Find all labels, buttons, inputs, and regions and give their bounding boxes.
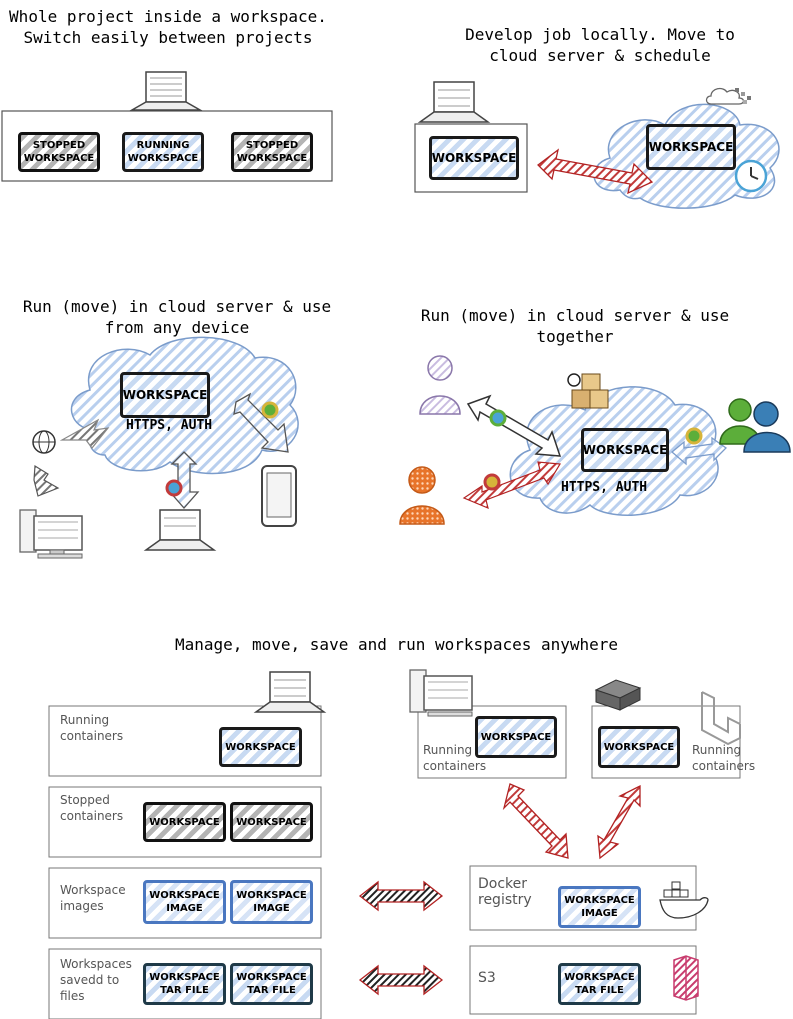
q3-cloud-workspace: WORKSPACE	[120, 372, 210, 418]
boxes-icon	[567, 373, 609, 409]
arrow-cloud-phone	[233, 392, 289, 453]
arrow-globe-cloud	[59, 418, 110, 449]
workspace-images-label: Workspace images	[60, 883, 126, 913]
arrow-images-registry	[358, 880, 444, 912]
laptop-icon	[253, 671, 327, 713]
stopped-container-workspace-1: WORKSPACE	[143, 802, 226, 842]
group-icon	[719, 398, 791, 453]
remote2-running-label: Running containers	[692, 743, 756, 773]
laptop-icon	[417, 81, 491, 123]
workspace-image-2: WORKSPACE IMAGE	[230, 880, 313, 924]
stopped-container-workspace-2: WORKSPACE	[230, 802, 313, 842]
arrow-cloud-group	[670, 436, 728, 466]
cloud-icon	[705, 87, 751, 105]
q4-title: Run (move) in cloud server & use togethe…	[420, 306, 730, 346]
user-icon	[419, 355, 461, 415]
laptop-icon	[129, 71, 203, 111]
chrome-icon	[685, 427, 703, 445]
desktop-icon	[19, 509, 83, 559]
local-workspace: WORKSPACE	[429, 136, 519, 180]
arrow-user-cloud	[466, 394, 562, 457]
chrome-icon	[165, 479, 183, 497]
s3-label: S3	[478, 970, 496, 986]
laravel-icon	[701, 691, 741, 746]
phone-icon	[261, 465, 297, 527]
chrome-icon	[261, 401, 279, 419]
stopped-workspace-right: STOPPED WORKSPACE	[231, 132, 313, 172]
running-container-workspace: WORKSPACE	[219, 727, 302, 767]
desktop-icon	[409, 669, 473, 717]
stopped-workspace-left: STOPPED WORKSPACE	[18, 132, 100, 172]
chrome-icon	[483, 473, 501, 491]
docker-icon	[659, 881, 709, 919]
stopped-containers-label: Stopped containers	[60, 793, 124, 823]
remote1-workspace: WORKSPACE	[475, 716, 557, 758]
remote1-running-label: Running containers	[423, 743, 487, 773]
workspace-image-1: WORKSPACE IMAGE	[143, 880, 226, 924]
arrow-globe-desktop	[33, 464, 60, 497]
q3-title: Run (move) in cloud server & use from an…	[22, 297, 332, 337]
bottom-title: Manage, move, save and run workspaces an…	[174, 635, 619, 654]
chrome-icon	[489, 409, 507, 427]
q4-cloud-workspace: WORKSPACE	[581, 428, 669, 472]
user-icon	[399, 466, 445, 525]
running-workspace: RUNNING WORKSPACE	[122, 132, 204, 172]
arrow-user2-cloud	[462, 461, 562, 510]
cloud-workspace: WORKSPACE	[646, 124, 736, 170]
workspace-files-label: Workspaces savedd to files	[60, 957, 132, 1003]
arrow-files-s3	[358, 964, 444, 996]
q2-title: Develop job locally. Move to cloud serve…	[465, 25, 735, 65]
s3-icon	[673, 955, 699, 1001]
server-icon	[594, 679, 642, 711]
running-containers-label: Running containers	[60, 713, 124, 743]
registry-workspace-image: WORKSPACE IMAGE	[558, 886, 641, 928]
clock-icon	[734, 159, 768, 193]
workspace-tar-file-1: WORKSPACE TAR FILE	[143, 963, 226, 1005]
double-arrow	[537, 148, 654, 195]
docker-registry-label: Docker registry	[478, 876, 532, 908]
s3-workspace-tar-file: WORKSPACE TAR FILE	[558, 963, 641, 1005]
q4-https-auth-note: HTTPS, AUTH	[561, 480, 648, 495]
arrow-remote2-registry	[597, 784, 641, 860]
q1-title: Whole project inside a workspace. Switch…	[9, 7, 327, 47]
laptop-icon	[143, 509, 217, 551]
workspace-tar-file-2: WORKSPACE TAR FILE	[230, 963, 313, 1005]
globe-icon	[32, 430, 56, 454]
arrow-remote1-registry	[502, 783, 569, 859]
q3-https-auth-note: HTTPS, AUTH	[126, 418, 213, 433]
remote2-workspace: WORKSPACE	[598, 726, 680, 768]
q1-frame	[1, 110, 333, 182]
